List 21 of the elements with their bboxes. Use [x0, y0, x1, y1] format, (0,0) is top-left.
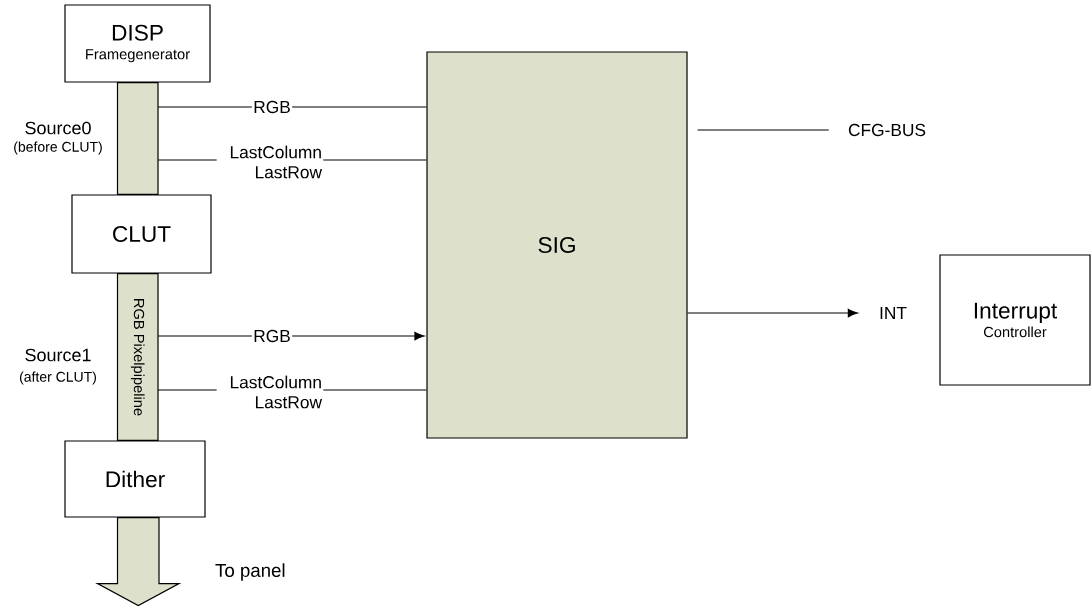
block-box: Interrupt Controller	[939, 254, 1091, 386]
source-label: Source0	[25, 121, 91, 135]
pipeline-label: RGB Pixelpipeline	[130, 297, 146, 417]
edge-label: To panel	[210, 558, 291, 586]
pipeline-arrow	[95, 517, 182, 607]
block-box: Dither	[64, 440, 206, 518]
pipeline-band	[116, 82, 159, 195]
signal-label: CFG-BUS	[848, 123, 926, 137]
block-box: CLUT	[71, 194, 212, 274]
edge-label: LastColumn LastRow	[216, 374, 324, 410]
signal-line	[687, 308, 858, 318]
block-box: SIG	[426, 51, 688, 439]
source-label: (before CLUT)	[14, 141, 102, 155]
signal-line	[697, 129, 830, 131]
block-box: DISP Framegenerator	[64, 4, 211, 83]
signal-label: INT	[880, 307, 907, 319]
edge-label: RGB	[251, 328, 293, 344]
source-label: (after CLUT)	[19, 371, 96, 385]
edge-label: LastColumn LastRow	[216, 144, 324, 180]
source-label: Source1	[25, 348, 91, 362]
edge-label: RGB	[251, 99, 293, 115]
